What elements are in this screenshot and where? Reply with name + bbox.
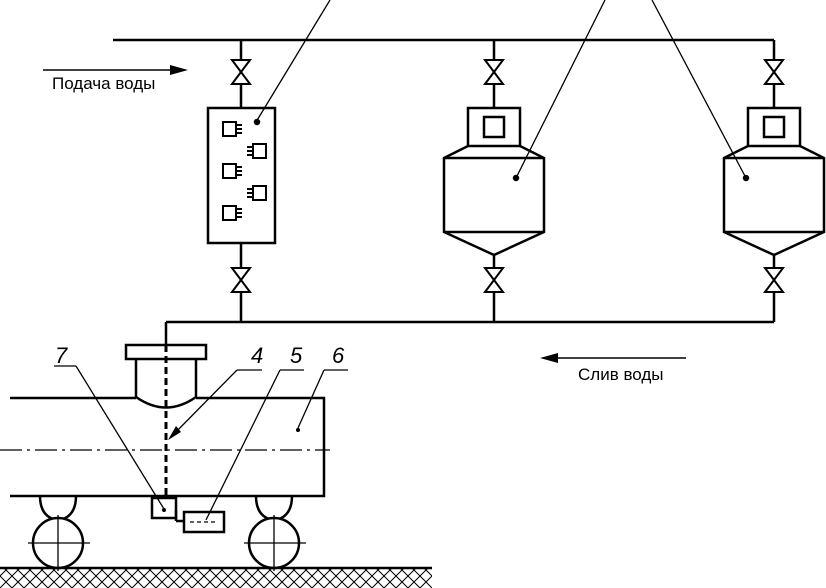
leader-lines-top: [255, 0, 747, 179]
valve-icon: [763, 59, 785, 85]
valve-icon: [230, 267, 252, 293]
tank-car: [0, 343, 330, 534]
callout-7: 7: [55, 343, 68, 368]
heater-unit: [206, 106, 277, 268]
callout-5: 5: [290, 343, 303, 368]
water-supply-label: Подача воды: [52, 74, 155, 93]
valves: [230, 59, 785, 293]
arrowhead-icon: [168, 426, 181, 440]
callout-4: 4: [251, 343, 263, 368]
ground: [0, 566, 432, 588]
drain-pipe: [164, 292, 776, 345]
callout-6: 6: [332, 343, 345, 368]
tank-1: [442, 106, 546, 268]
water-supply-arrow: [43, 65, 188, 75]
valve-icon: [763, 267, 785, 293]
wheel-right-icon: [244, 515, 306, 571]
valve-icon: [230, 59, 252, 85]
tank-2: [722, 106, 826, 268]
wheel-left-icon: [28, 515, 90, 571]
water-drain-arrow: [540, 353, 686, 363]
leader-lines-bottom: [54, 365, 348, 521]
supply-pipe: [113, 38, 776, 108]
water-drain-label: Слив воды: [578, 365, 664, 384]
valve-icon: [483, 267, 505, 293]
valve-icon: [483, 59, 505, 85]
